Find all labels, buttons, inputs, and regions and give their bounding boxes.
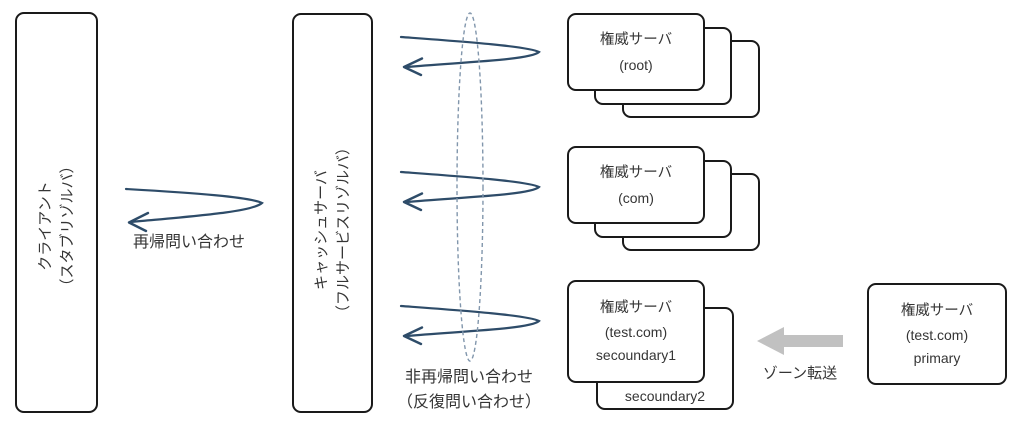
client-box-line2: （スタブリゾルバ） xyxy=(59,158,76,294)
client-box-label: クライアント （スタブリゾルバ） xyxy=(35,56,79,396)
root-server-line2: (root) xyxy=(619,57,653,73)
root-server-label: 権威サーバ (root) xyxy=(569,15,703,89)
non-recursive-query-line: 非再帰問い合わせ xyxy=(404,369,533,386)
cache-server-box-line2: （フルサービスリゾルバ） xyxy=(335,140,352,321)
root-server-box: 権威サーバ (root) xyxy=(567,13,705,91)
iterative-query-arrow-test xyxy=(399,304,541,338)
iterative-query-arrow-root xyxy=(399,35,541,69)
iterative-query-arrowhead-root-icon xyxy=(402,57,424,77)
cache-server-box: キャッシュサーバ （フルサービスリゾルバ） xyxy=(292,13,373,413)
zone-transfer-label: ゾーン転送 xyxy=(762,365,838,382)
com-server-line2: (com) xyxy=(618,190,654,206)
cache-server-box-line1: キャッシュサーバ xyxy=(313,170,330,290)
primary-server-line2: (test.com) xyxy=(905,326,969,343)
com-server-label: 権威サーバ (com) xyxy=(569,148,703,222)
test-server-line3: secoundary1 xyxy=(595,347,677,363)
client-box: クライアント （スタブリゾルバ） xyxy=(15,12,98,413)
recursive-query-arrow xyxy=(124,187,264,224)
iterative-query-line: （反復問い合わせ） xyxy=(396,394,541,411)
primary-server-box: 権威サーバ (test.com) primary xyxy=(867,283,1007,385)
com-server-box: 権威サーバ (com) xyxy=(567,146,705,224)
zone-transfer-arrow xyxy=(757,327,843,355)
root-server-line1: 権威サーバ xyxy=(599,32,673,48)
client-box-line1: クライアント xyxy=(37,181,54,271)
iterative-query-arrow-com xyxy=(399,170,541,204)
test-secondary2-label: secoundary2 xyxy=(624,388,706,404)
primary-server-label: 権威サーバ (test.com) primary xyxy=(869,285,1005,383)
iterative-query-label: 非再帰問い合わせ （反復問い合わせ） xyxy=(388,365,550,415)
test-server-line2: (test.com) xyxy=(604,324,668,340)
iterative-query-arrowhead-com-icon xyxy=(402,192,424,212)
iterative-query-arrowhead-test-icon xyxy=(402,326,424,346)
com-server-line1: 権威サーバ xyxy=(599,165,673,181)
cache-server-box-label: キャッシュサーバ （フルサービスリゾルバ） xyxy=(311,60,355,400)
primary-server-line1: 権威サーバ xyxy=(900,302,974,319)
iterative-query-group-ellipse xyxy=(456,12,484,362)
recursive-query-arrowhead-icon xyxy=(127,211,150,233)
recursive-query-label: 再帰問い合わせ xyxy=(132,234,245,251)
test-server-label: 権威サーバ (test.com) secoundary1 xyxy=(569,282,703,381)
test-server-secondary1-box: 権威サーバ (test.com) secoundary1 xyxy=(567,280,705,383)
primary-server-line3: primary xyxy=(913,349,961,366)
test-server-line1: 権威サーバ xyxy=(599,300,673,316)
